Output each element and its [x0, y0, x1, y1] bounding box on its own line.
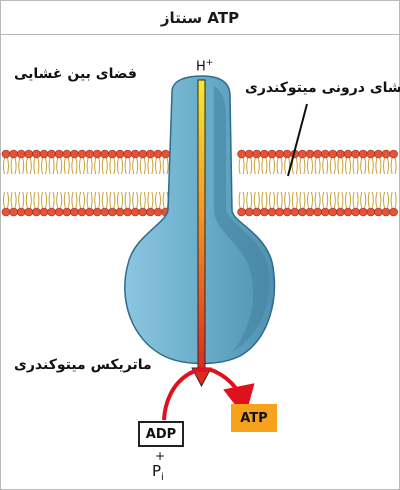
- phospholipid: [153, 149, 163, 175]
- phospholipid: [374, 191, 383, 217]
- adp-substrate-box: ADP: [138, 421, 184, 447]
- phospholipid: [92, 191, 102, 217]
- phospholipid: [313, 149, 322, 175]
- phospholipid: [24, 149, 34, 175]
- phospholipid: [16, 149, 26, 175]
- phospholipid: [115, 149, 125, 175]
- phospholipid: [39, 149, 49, 175]
- phospholipid: [100, 191, 110, 217]
- phospholipid: [381, 191, 391, 217]
- phospholipid: [366, 191, 376, 217]
- phospholipid: [70, 149, 79, 175]
- phospholipid: [153, 191, 163, 217]
- phosphate-label: Pi: [152, 462, 164, 483]
- inner-membrane-label: غشای درونی میتوکندری: [245, 80, 400, 96]
- phospholipid: [85, 191, 94, 217]
- matrix-label: ماتریکس میتوکندری: [14, 357, 152, 373]
- membrane-pointer-line: [287, 103, 308, 177]
- reaction-curve-arrow-icon: [162, 367, 255, 421]
- phospholipid: [161, 149, 170, 175]
- phospholipid: [32, 149, 41, 175]
- phospholipid: [343, 149, 353, 175]
- phospholipid: [24, 191, 34, 217]
- phospholipid: [9, 149, 18, 175]
- phospholipid: [130, 149, 140, 175]
- phospholipid: [290, 191, 300, 217]
- phospholipid: [336, 191, 345, 217]
- phospholipid: [275, 149, 284, 175]
- phospholipid: [77, 149, 87, 175]
- phospholipid: [305, 191, 315, 217]
- phospholipid: [267, 191, 277, 217]
- phospholipid: [123, 191, 132, 217]
- phospholipid: [32, 191, 41, 217]
- plus-sign: +: [155, 449, 166, 463]
- phospholipid: [328, 149, 338, 175]
- phospholipid: [358, 191, 368, 217]
- proton-label: H+: [196, 58, 214, 75]
- phospholipid: [130, 191, 140, 217]
- phospholipid: [138, 191, 148, 217]
- phospholipid: [108, 149, 117, 175]
- phospholipid: [115, 191, 125, 217]
- phospholipid: [320, 149, 330, 175]
- phospholipid: [62, 149, 72, 175]
- phospholipid: [62, 191, 72, 217]
- phospholipid: [39, 191, 49, 217]
- phospholipid: [343, 191, 353, 217]
- phospholipid: [305, 149, 315, 175]
- phospholipid: [351, 191, 360, 217]
- phospholipid: [85, 149, 94, 175]
- phospholipid: [54, 149, 64, 175]
- phospholipid: [260, 149, 269, 175]
- phospholipid: [1, 149, 11, 175]
- proton-channel: [197, 79, 206, 371]
- intermembrane-space-label: فضای بین غشایی: [14, 66, 137, 82]
- phospholipid: [47, 149, 56, 175]
- phospholipid: [244, 149, 254, 175]
- phospholipid: [267, 149, 277, 175]
- phospholipid: [260, 191, 269, 217]
- phospholipid: [252, 191, 262, 217]
- phospholipid: [275, 191, 284, 217]
- phospholipid: [244, 191, 254, 217]
- phospholipid: [336, 149, 345, 175]
- phospholipid: [16, 191, 26, 217]
- phospholipid: [237, 191, 246, 217]
- phospholipid: [123, 149, 132, 175]
- atp-product-box: ATP: [231, 404, 277, 432]
- phospholipid: [298, 149, 307, 175]
- phospholipid: [146, 191, 155, 217]
- phospholipid: [313, 191, 322, 217]
- phospholipid: [358, 149, 368, 175]
- phospholipid: [138, 149, 148, 175]
- phospholipid: [1, 191, 11, 217]
- phospholipid: [47, 191, 56, 217]
- phospholipid: [9, 191, 18, 217]
- phospholipid: [282, 191, 292, 217]
- phospholipid: [328, 191, 338, 217]
- phospholipid: [351, 149, 360, 175]
- phospholipid: [54, 191, 64, 217]
- protein-shadow: [214, 86, 270, 352]
- phospholipid: [237, 149, 246, 175]
- phospholipid: [320, 191, 330, 217]
- phospholipid: [77, 191, 87, 217]
- diagram-title: ATP سنتاز: [1, 1, 399, 35]
- phospholipid: [146, 149, 155, 175]
- phospholipid: [366, 149, 376, 175]
- lipid-bilayer: [1, 149, 398, 217]
- phospholipid: [252, 149, 262, 175]
- phospholipid: [381, 149, 391, 175]
- phospholipid: [70, 191, 79, 217]
- phospholipid: [100, 149, 110, 175]
- phospholipid: [389, 191, 398, 217]
- phospholipid: [92, 149, 102, 175]
- phospholipid: [108, 191, 117, 217]
- phospholipid: [298, 191, 307, 217]
- phospholipid: [389, 149, 398, 175]
- phospholipid: [374, 149, 383, 175]
